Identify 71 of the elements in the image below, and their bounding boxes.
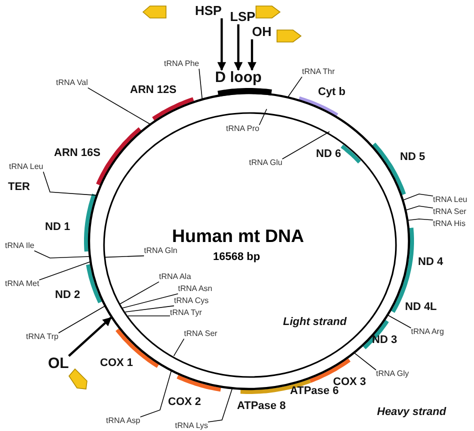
trna-label: tRNA Asp xyxy=(106,417,140,426)
leader-line xyxy=(405,206,434,211)
leader-line xyxy=(120,281,160,304)
origin-label: OL xyxy=(48,356,69,372)
arrow xyxy=(68,316,112,357)
leader-line xyxy=(58,306,106,334)
leader-line xyxy=(42,171,98,196)
arrow xyxy=(234,24,243,71)
trna-label: tRNA Cys xyxy=(174,297,209,306)
gene-label: ND 1 xyxy=(45,221,70,234)
genome-size-label: 16568 bp xyxy=(213,251,260,264)
gene-label: ND 5 xyxy=(400,151,426,164)
trna-label: tRNA Lys xyxy=(175,422,208,431)
trna-label: tRNA Val xyxy=(56,79,88,88)
trna-label: tRNA Trp xyxy=(26,333,58,342)
trna-label: tRNA Ser xyxy=(184,330,218,339)
trna-label: tRNA Met xyxy=(5,280,40,289)
trna-label: tRNA Asn xyxy=(178,285,212,294)
strand-label: Heavy strand xyxy=(377,406,446,418)
trna-label: tRNA Ser xyxy=(433,208,466,217)
gene-label: TER xyxy=(8,181,30,194)
leader-line xyxy=(173,338,184,356)
trna-label: tRNA Gln xyxy=(144,247,178,256)
gene-label: ARN 12S xyxy=(130,84,176,96)
trna-label: tRNA Ile xyxy=(5,242,34,251)
ring-title: Human mt DNA xyxy=(172,227,304,247)
leader-line xyxy=(198,68,203,100)
leader-line xyxy=(34,250,90,258)
leader-line xyxy=(124,305,174,312)
trna-label: tRNA Gly xyxy=(376,370,409,379)
leader-line xyxy=(282,131,330,160)
trna-label: tRNA His xyxy=(433,220,466,229)
leader-line xyxy=(354,352,376,370)
leader-line xyxy=(122,293,178,308)
trna-label: tRNA Ala xyxy=(159,273,192,282)
gene-label: ARN 16S xyxy=(54,147,100,160)
gene-label: COX 1 xyxy=(100,357,134,370)
trna-label: tRNA Arg xyxy=(411,328,444,337)
trna-label: tRNA Leu xyxy=(9,163,44,172)
trna-label: tRNA Thr xyxy=(302,68,335,77)
leader-line xyxy=(88,87,151,125)
trna-label: tRNA Phe xyxy=(164,60,200,69)
trna-label: tRNA Pro xyxy=(226,125,260,134)
trna-label: tRNA Glu xyxy=(249,159,282,168)
gene-label: ND 4 xyxy=(418,256,444,268)
gene-label: ATPase 6 xyxy=(290,385,339,398)
gene-label: ND 2 xyxy=(55,289,80,302)
leader-line xyxy=(387,314,412,328)
gene-label: Cyt b xyxy=(318,86,346,98)
promoter-label: HSP xyxy=(195,4,222,18)
trna-label: tRNA Leu xyxy=(433,196,468,205)
region-label: D loop xyxy=(215,70,262,86)
gene-label: ND 3 xyxy=(372,334,398,346)
arrow xyxy=(217,18,226,71)
promoter-label: LSP xyxy=(230,10,256,24)
leader-line xyxy=(402,194,434,201)
leader-line xyxy=(407,218,434,221)
leader-line xyxy=(104,255,144,258)
gene-label: COX 2 xyxy=(168,396,202,408)
strand-label: Light strand xyxy=(283,316,347,328)
origin-label: OH xyxy=(252,25,272,40)
gene-label: ATPase 8 xyxy=(237,400,286,412)
leader-line xyxy=(287,76,302,98)
arrow xyxy=(248,39,256,71)
gene-label: ND 6 xyxy=(316,148,342,160)
gene-label: ND 4L xyxy=(405,301,437,314)
leader-line xyxy=(208,388,233,422)
leader-line xyxy=(258,108,268,126)
leader-line xyxy=(38,261,91,280)
leader-line xyxy=(140,370,172,418)
trna-label: tRNA Tyr xyxy=(170,309,202,318)
